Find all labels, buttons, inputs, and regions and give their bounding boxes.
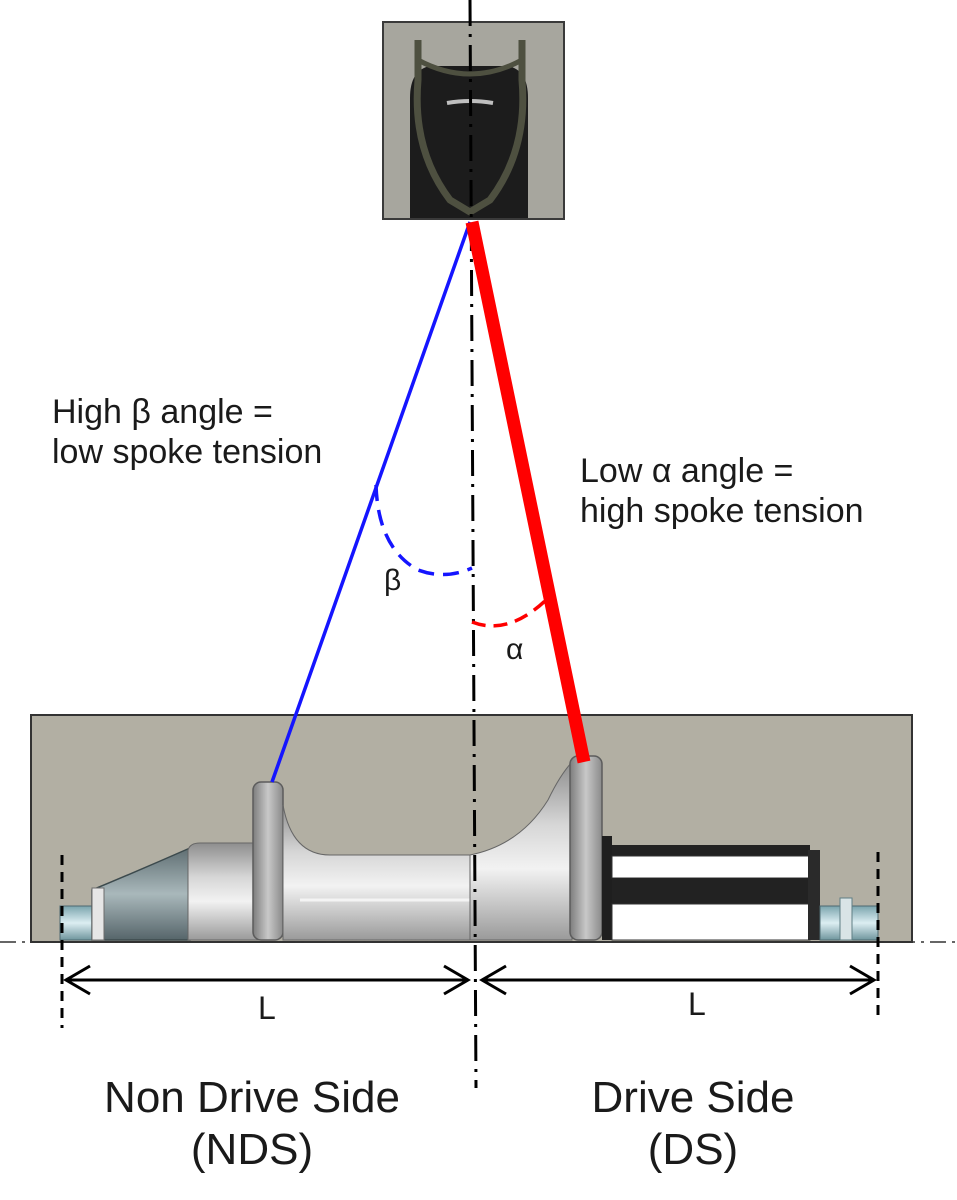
beta-angle-arc	[374, 484, 473, 577]
nds-side-label: Non Drive Side (NDS)	[82, 1072, 422, 1176]
nds-annotation: High β angle = low spoke tension	[52, 392, 322, 472]
nds-annotation-line2: low spoke tension	[52, 433, 323, 472]
nds-side-line1: Non Drive Side	[104, 1073, 400, 1122]
ds-annotation: Low α angle = high spoke tension	[580, 451, 864, 531]
wheel-centerline	[468, 0, 478, 1089]
ds-side-line2: (DS)	[647, 1124, 739, 1174]
nds-length-label: L	[258, 990, 276, 1026]
beta-label: β	[384, 564, 402, 597]
ds-side-label: Drive Side (DS)	[548, 1072, 838, 1176]
hub-body	[59, 755, 879, 941]
ds-annotation-line1: Low α angle =	[580, 452, 794, 490]
dimension-lines	[60, 852, 880, 1028]
ds-side-line1: Drive Side	[591, 1073, 795, 1122]
alpha-label: α	[506, 633, 524, 666]
nds-annotation-line1: High β angle =	[52, 393, 273, 431]
ds-spoke	[465, 220, 591, 764]
rim-cross-section	[382, 21, 565, 220]
nds-spoke	[270, 221, 472, 783]
nds-side-line2: (NDS)	[190, 1124, 314, 1174]
alpha-angle-arc	[471, 598, 548, 628]
ds-length-label: L	[688, 986, 706, 1022]
ds-annotation-line2: high spoke tension	[580, 492, 864, 531]
